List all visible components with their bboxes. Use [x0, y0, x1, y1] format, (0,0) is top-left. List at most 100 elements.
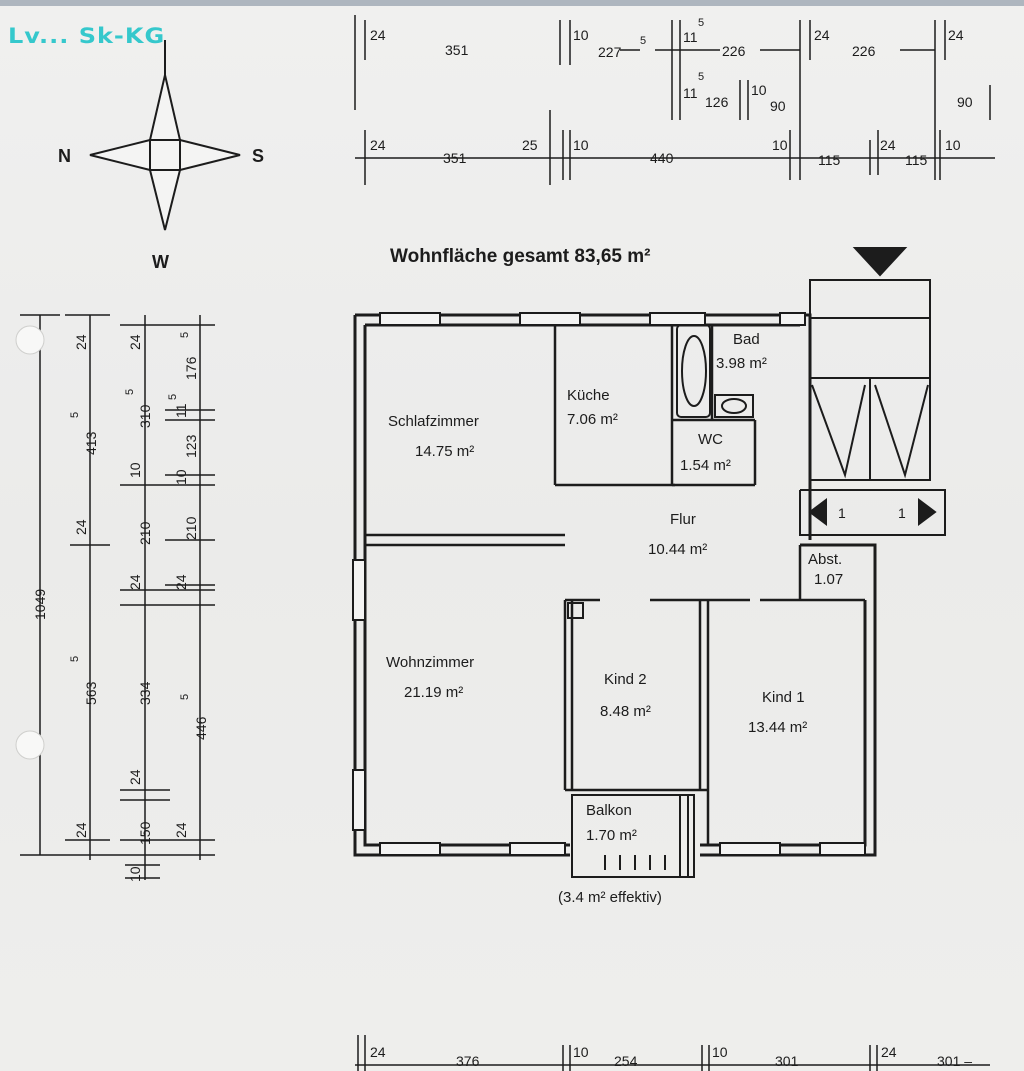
- stair-left-number: 1: [838, 505, 846, 521]
- room-wc-area: 1.54 m²: [680, 457, 731, 474]
- room-wohnzimmer-area: 21.19 m²: [404, 684, 463, 701]
- dim-bottom-6: 24: [881, 1044, 897, 1060]
- stairwell: [799, 247, 946, 536]
- dim-left3-4: 210: [137, 521, 153, 545]
- dim-left3-0: 24: [127, 334, 143, 350]
- room-bad-name: Bad: [733, 331, 760, 348]
- dim-top1b-0: 11: [683, 85, 698, 101]
- outer-walls: [353, 313, 877, 857]
- interior-walls: [365, 325, 865, 845]
- top-edge-bar: [0, 0, 1024, 6]
- dim-left2-5: 563: [83, 681, 99, 705]
- dim-top1-4: 5: [640, 35, 646, 47]
- dim-left2-2: 413: [83, 431, 99, 455]
- room-kueche-name: Küche: [567, 387, 610, 404]
- dim-top2-4: 440: [650, 150, 674, 166]
- dimension-columns-left: [20, 314, 215, 880]
- dim-left4-0: 5: [179, 332, 191, 338]
- room-schlafzimmer-area: 14.75 m²: [415, 443, 474, 460]
- dim-top1-9: 226: [852, 43, 876, 59]
- dim-top1-0: 24: [370, 27, 386, 43]
- total-area-title: Wohnfläche gesamt 83,65 m²: [390, 246, 650, 267]
- compass-rose-icon: [89, 40, 241, 231]
- dim-top2-7: 24: [880, 137, 896, 153]
- sink-basin-icon: [721, 398, 747, 414]
- dim-left2-0: 24: [73, 334, 89, 350]
- dim-left4-6: 210: [183, 516, 199, 540]
- dim-left1-0: 1049: [32, 589, 48, 620]
- room-schlafzimmer-name: Schlafzimmer: [388, 413, 479, 430]
- dim-left4-8: 5: [179, 694, 191, 700]
- room-kind2-area: 8.48 m²: [600, 703, 651, 720]
- dim-left3-8: 150: [137, 821, 153, 845]
- dim-top1-6: 5: [698, 17, 704, 29]
- dim-bottom-3: 254: [614, 1053, 638, 1069]
- dim-left4-9: 446: [193, 716, 209, 740]
- dim-left3-5: 24: [127, 574, 143, 590]
- dim-top2-6: 115: [818, 152, 841, 168]
- dim-left2-7: 10: [127, 866, 143, 882]
- dim-bottom-1: 376: [456, 1053, 480, 1069]
- dim-left2-6: 24: [73, 822, 89, 838]
- dim-top1-5: 11: [683, 29, 698, 45]
- dim-top1-10: 24: [948, 27, 964, 43]
- dim-left2-4: 5: [69, 656, 81, 662]
- dim-top1b-3: 10: [751, 82, 767, 98]
- cyan-stamp-text: Lv... Sk-KG: [8, 23, 166, 49]
- dim-top1b-5: 90: [957, 94, 973, 110]
- sink-icon: [714, 394, 754, 418]
- dim-top2-2: 25: [522, 137, 538, 153]
- room-balkon-area: 1.70 m²: [586, 827, 637, 844]
- room-balkon-name: Balkon: [586, 802, 632, 819]
- room-abst-name: Abst.: [808, 551, 842, 568]
- dim-left3-3: 10: [127, 462, 143, 478]
- room-kueche-area: 7.06 m²: [567, 411, 618, 428]
- dim-left3-6: 334: [137, 681, 153, 705]
- windows: [352, 312, 866, 856]
- dim-left4-3: 5: [167, 394, 179, 400]
- bathtub-icon: [676, 324, 711, 418]
- room-flur-area: 10.44 m²: [648, 541, 707, 558]
- dim-top1-7: 226: [722, 43, 746, 59]
- dim-top1-2: 10: [573, 27, 589, 43]
- dim-left4-5: 10: [173, 469, 189, 485]
- dim-left4-7: 24: [173, 574, 189, 590]
- dim-top2-5: 10: [772, 137, 788, 153]
- dim-top1-3: 227: [598, 44, 622, 60]
- entrance-arrow-icon: [852, 247, 908, 277]
- dim-top1-1: 351: [445, 42, 469, 58]
- dimension-row-bottom: [355, 1035, 990, 1071]
- room-wohnzimmer-name: Wohnzimmer: [386, 654, 474, 671]
- room-flur-name: Flur: [670, 511, 696, 528]
- room-bad-area: 3.98 m²: [716, 355, 767, 372]
- dim-left3-2: 310: [137, 404, 153, 428]
- dimension-row-top-1: [354, 15, 991, 180]
- room-kind1-name: Kind 1: [762, 689, 805, 706]
- dim-left4-2: 11: [173, 403, 189, 418]
- dim-top2-9: 10: [945, 137, 961, 153]
- room-kind1-area: 13.44 m²: [748, 719, 807, 736]
- dimension-row-top-2: [355, 110, 995, 185]
- arrow-right-icon: [918, 498, 937, 526]
- dim-top1b-1: 5: [698, 71, 704, 83]
- dim-top1b-4: 90: [770, 98, 786, 114]
- dim-bottom-7: 301 –: [937, 1053, 972, 1069]
- dim-left4-4: 123: [183, 434, 199, 458]
- room-kind2-name: Kind 2: [604, 671, 647, 688]
- balcony: [571, 794, 695, 878]
- compass-west: W: [152, 252, 169, 272]
- dim-bottom-4: 10: [712, 1044, 728, 1060]
- dim-left3-1: 5: [124, 389, 136, 395]
- dim-top1-8: 24: [814, 27, 830, 43]
- dim-left4-1: 176: [183, 356, 199, 380]
- dim-top1b-2: 126: [705, 94, 729, 110]
- dim-top2-3: 10: [573, 137, 589, 153]
- arrow-left-icon: [808, 498, 827, 526]
- dim-left2-1: 5: [69, 412, 81, 418]
- stair-right-number: 1: [898, 505, 906, 521]
- dim-bottom-0: 24: [370, 1044, 386, 1060]
- room-balkon-note: (3.4 m² effektiv): [558, 889, 662, 906]
- room-wc-name: WC: [698, 431, 723, 448]
